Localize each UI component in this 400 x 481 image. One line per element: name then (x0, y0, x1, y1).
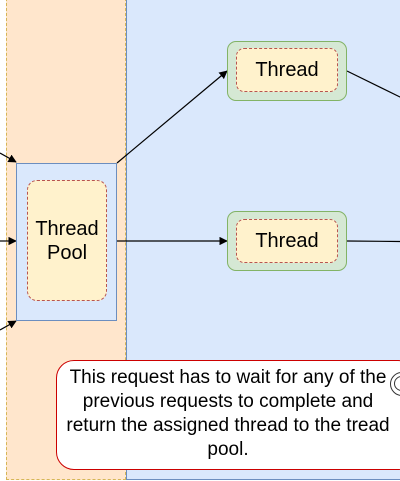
thread-pool-label: Thread Pool (27, 180, 107, 301)
wait-note-text: This request has to wait for any of the … (66, 367, 390, 460)
thread-node-2-label: Thread (236, 219, 338, 263)
incoming-edge-1 (0, 152, 17, 163)
pool-to-thread-1-edge (116, 70, 228, 164)
thread-1-out-edge (346, 70, 400, 98)
thread-2-out-edge (346, 240, 400, 243)
thread-node-1-label: Thread (236, 48, 338, 92)
incoming-edge-3 (0, 320, 17, 331)
wait-note-callout (56, 360, 400, 470)
